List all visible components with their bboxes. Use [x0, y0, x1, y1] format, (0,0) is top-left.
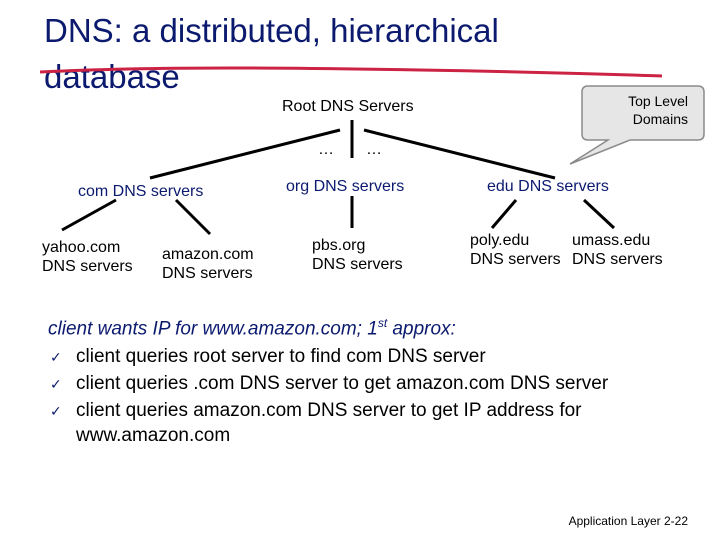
dots-right: … — [366, 141, 382, 158]
client-approx-prefix: client wants IP for www.amazon.com; 1 — [48, 318, 378, 340]
yahoo-dns-servers: yahoo.com DNS servers — [42, 238, 133, 276]
amazon-dns-servers: amazon.com DNS servers — [162, 245, 254, 283]
com-dns-servers: com DNS servers — [78, 183, 204, 200]
checkmark-arrow-icon: ✓ — [50, 403, 62, 419]
dots-left: … — [318, 141, 334, 158]
step-text: client queries .com DNS server to get am… — [76, 373, 609, 394]
umass-line-2: DNS servers — [572, 251, 663, 268]
umass-dns-servers: umass.edu DNS servers — [572, 231, 663, 269]
amazon-line-1: amazon.com — [162, 246, 254, 263]
client-approx-sup: st — [377, 316, 388, 330]
checkmark-arrow-icon: ✓ — [50, 376, 62, 392]
org-dns-servers: org DNS servers — [286, 178, 405, 195]
title-underline — [40, 66, 663, 78]
poly-dns-servers: poly.edu DNS servers — [470, 231, 561, 269]
slide-title: DNS: a distributed, hierarchical databas… — [44, 12, 499, 95]
client-approx-heading: client wants IP for www.amazon.com; 1st … — [48, 316, 456, 340]
steps-list: ✓ client queries root server to find com … — [48, 344, 698, 450]
checkmark-arrow-icon: ✓ — [50, 349, 62, 365]
callout-line-2: Domains — [632, 111, 688, 127]
amazon-line-2: DNS servers — [162, 265, 253, 282]
slide-footer: Application Layer 2-22 — [568, 514, 688, 528]
callout-bubble — [569, 85, 705, 165]
step-text: client queries root server to find com D… — [76, 346, 486, 367]
root-dns-servers: Root DNS Servers — [282, 98, 414, 115]
step-text: client queries amazon.com DNS server to … — [76, 400, 582, 446]
hierarchy-lines — [61, 120, 616, 236]
edu-dns-servers: edu DNS servers — [487, 178, 609, 195]
pbs-line-1: pbs.org — [312, 237, 366, 254]
callout-text: Top Level Domains — [612, 92, 688, 128]
umass-line-1: umass.edu — [572, 232, 651, 249]
pbs-line-2: DNS servers — [312, 256, 403, 273]
poly-line-1: poly.edu — [470, 232, 530, 249]
client-approx-suffix: approx: — [387, 318, 456, 340]
list-item: ✓ client queries amazon.com DNS server to… — [48, 398, 698, 448]
list-item: ✓ client queries root server to find com … — [48, 344, 698, 369]
yahoo-line-2: DNS servers — [42, 258, 133, 275]
pbs-dns-servers: pbs.org DNS servers — [312, 236, 403, 274]
yahoo-line-1: yahoo.com — [42, 239, 121, 256]
list-item: ✓ client queries .com DNS server to get a… — [48, 371, 698, 396]
poly-line-2: DNS servers — [470, 251, 561, 268]
callout-line-1: Top Level — [628, 93, 688, 109]
